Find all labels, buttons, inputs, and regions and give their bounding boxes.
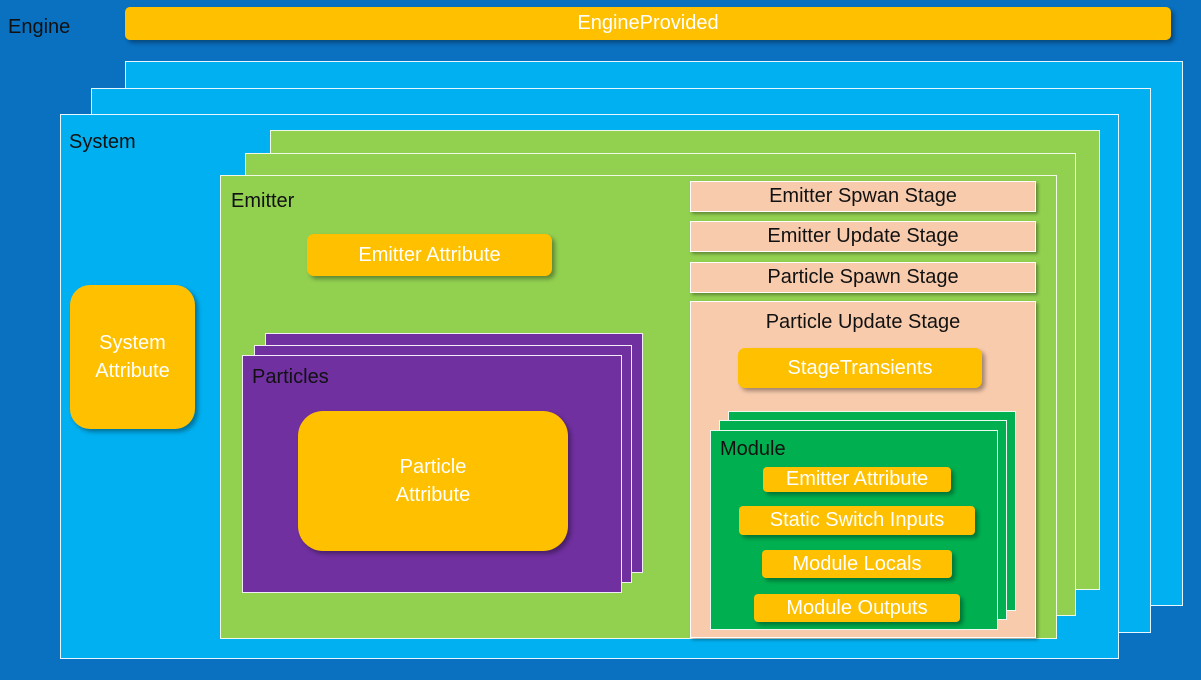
particle-attribute-line1: Particle (399, 456, 467, 478)
emitter-spawn-stage: Emitter Spwan Stage (690, 181, 1036, 212)
stage-transients-box: StageTransients (738, 348, 982, 388)
system-attribute-box: System Attribute (70, 285, 195, 429)
particle-attribute-line2: Attribute (395, 484, 471, 506)
emitter-label: Emitter (231, 190, 295, 212)
engine-provided-box: EngineProvided (125, 7, 1171, 40)
system-attribute-line1: System (99, 332, 166, 354)
module-label: Module (720, 438, 786, 460)
system-label: System (69, 131, 136, 153)
module-item-module-outputs: Module Outputs (754, 594, 960, 622)
emitter-attribute-box: Emitter Attribute (307, 234, 552, 276)
engine-label: Engine (8, 16, 71, 38)
particle-update-stage-label: Particle Update Stage (765, 311, 961, 333)
module-item-emitter-attribute: Emitter Attribute (763, 467, 951, 492)
emitter-update-stage: Emitter Update Stage (690, 221, 1036, 252)
particle-attribute-box: Particle Attribute (298, 411, 568, 551)
system-attribute-line2: Attribute (95, 360, 170, 382)
particle-spawn-stage: Particle Spawn Stage (690, 262, 1036, 293)
particles-label: Particles (252, 366, 329, 388)
module-item-static-switch-inputs: Static Switch Inputs (739, 506, 975, 535)
module-item-module-locals: Module Locals (762, 550, 952, 578)
